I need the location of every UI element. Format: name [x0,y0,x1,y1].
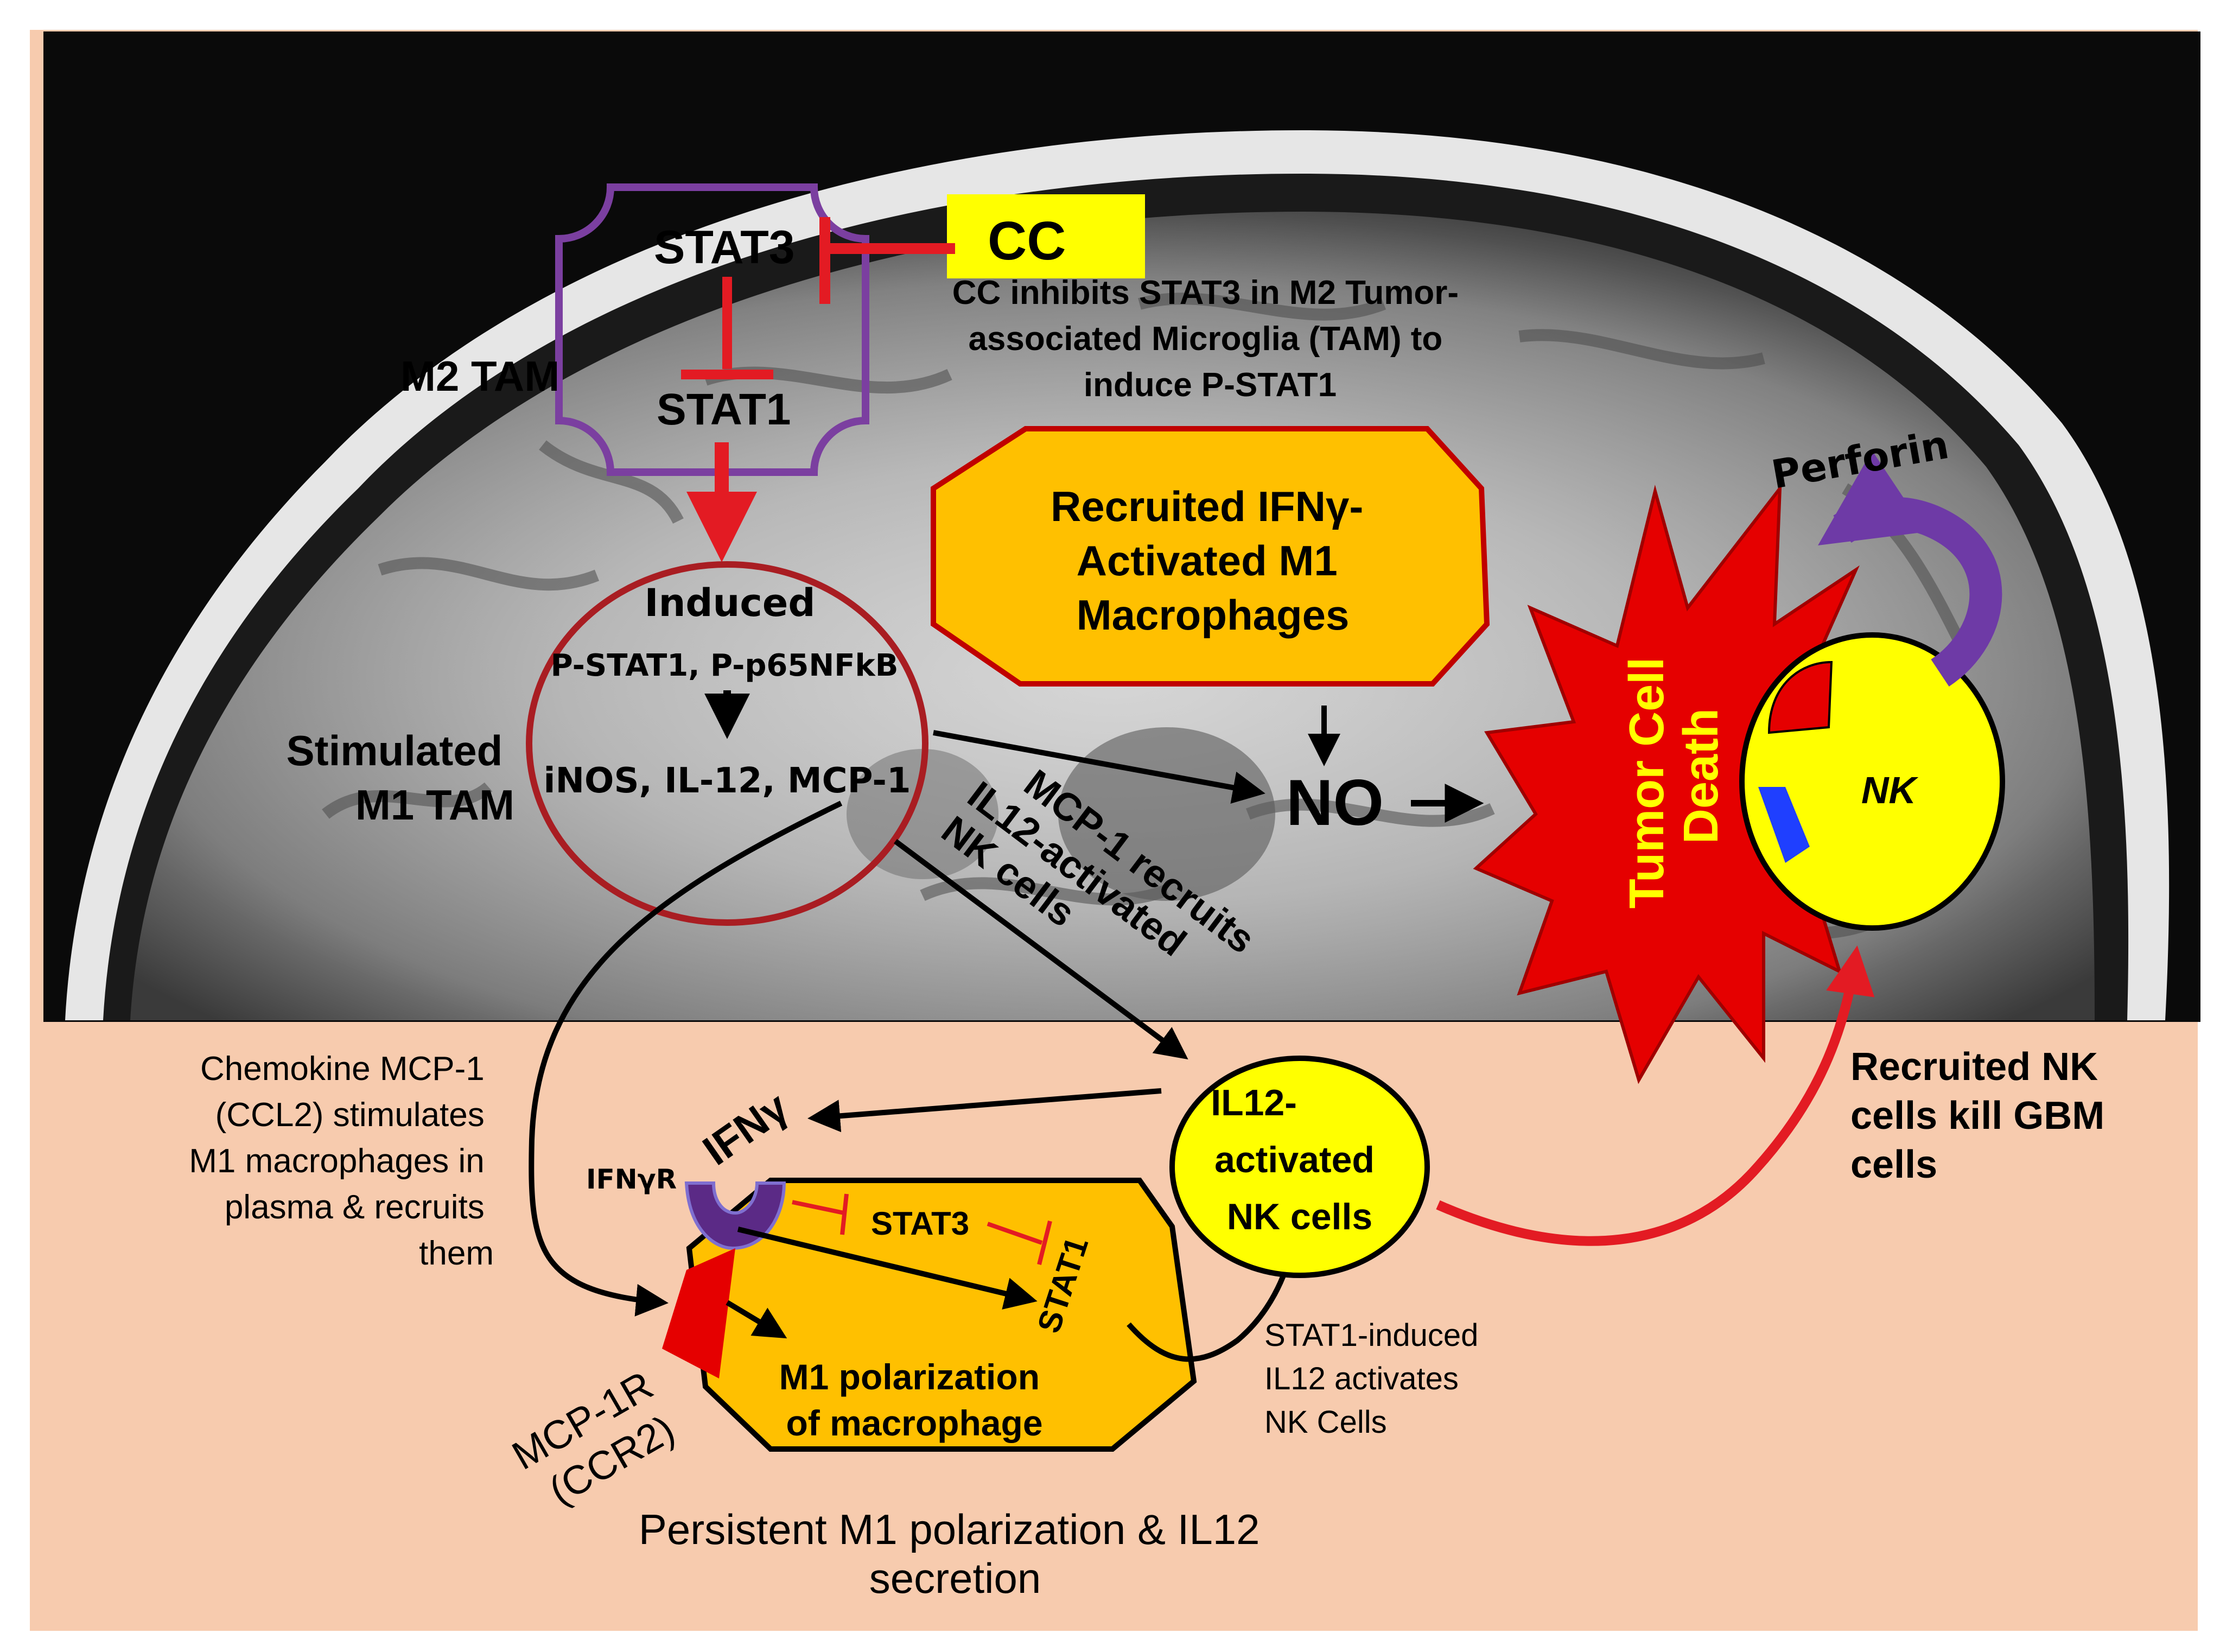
recruited-nk-line-2: cells kill GBM [1850,1094,2104,1138]
chemokine-line-2: (CCL2) stimulates [215,1096,485,1134]
stat1-induced-caption: STAT1-induced IL12 activates NK Cells [1264,1318,1487,1440]
tumor-line-2: Death [1674,708,1728,844]
stat3-inhibits-stat1-macro-bar [1037,1221,1052,1265]
nk-red-granule [1767,660,1833,734]
nk-to-ifng-arrow [807,1088,1162,1133]
recruited-nk-line-1: Recruited NK [1850,1045,2098,1089]
bottom-caption: Persistent M1 polarization & IL12 secret… [639,1505,1271,1602]
receptor-to-polarization-arrow [726,1300,787,1339]
m2-tam-cell [555,183,869,476]
m1-markers-label: P-STAT1, P-p65NFkB [551,648,899,683]
cc-caption-line-3: induce P-STAT1 [1084,366,1337,404]
cc-caption-line-2: associated Microglia (TAM) to [968,320,1442,358]
m1-products-label: iNOS, IL-12, MCP-1 [544,761,911,801]
cc-box [947,194,1145,278]
recruited-nk-line-3: cells [1850,1143,1937,1186]
macrophage-stat3-label: STAT3 [871,1205,969,1242]
m2-stat3-label: STAT3 [654,221,795,274]
chemokine-line-1: Chemokine MCP-1 [200,1050,485,1088]
stimulated-m1-tam-line-1: Stimulated [287,727,503,774]
receptor-inhibits-stat3-bar [840,1193,849,1235]
bottom-caption-line-2: secretion [869,1554,1041,1602]
receptor-to-stat1-arrow [737,1227,1038,1310]
m1-induced-label: Induced [645,581,816,625]
m1-tam-cell [526,561,928,926]
il12-nk-line-3: NK cells [1227,1196,1372,1237]
m1-to-no-arrow [933,730,1265,804]
polarization-line-2: of macrophage [786,1403,1042,1443]
chemokine-line-4: plasma & recruits [225,1189,485,1226]
cc-caption: CC inhibits STAT3 in M2 Tumor- associate… [952,274,1468,404]
recruited-m1-macrophages [931,426,1490,687]
il12-nk-label: IL12- activated NK cells [1211,1082,1385,1237]
stat1-induced-line-2: IL12 activates [1264,1361,1459,1396]
chemokine-caption: Chemokine MCP-1 (CCL2) stimulates M1 mac… [189,1050,494,1272]
chemokine-line-5: them [419,1235,494,1272]
receptor-inhibits-stat3-line [792,1200,844,1215]
mcp1r-receptor [662,1248,735,1378]
stat1-induced-line-1: STAT1-induced [1264,1318,1478,1353]
tumor-cell-burst [1473,483,1881,1084]
nk-label: NK [1861,769,1919,811]
chemokine-line-3: M1 macrophages in [189,1142,485,1180]
il12-nk-cell [1169,1056,1430,1278]
il12-nk-line-1: IL12- [1211,1082,1297,1123]
stat1-induced-line-3: NK Cells [1264,1405,1387,1440]
recruited-m1-line-2: Activated M1 [1077,537,1338,584]
no-label: NO [1286,766,1384,839]
cc-caption-line-1: CC inhibits STAT3 in M2 Tumor- [952,274,1459,312]
macrophage-polarization-label: M1 polarization of macrophage [779,1357,1050,1443]
m2-stat1-label: STAT1 [657,385,791,434]
stimulated-m1-tam-label: Stimulated M1 TAM [287,727,514,829]
il12-nk-line-2: activated [1214,1139,1375,1180]
cc-label: CC [988,211,1066,271]
polarization-line-1: M1 polarization [779,1357,1040,1397]
recruited-m1-macrophages-label: Recruited IFNγ- Activated M1 Macrophages [1051,482,1375,639]
m2-tam-label: M2 TAM [400,352,559,400]
nk-blue-granule [1758,787,1810,863]
mcp1-to-ccr2-arrow [529,800,843,1317]
mcp1-recruit-arrow [894,838,1188,1060]
stat3-inhibits-stat1-macro-line [987,1222,1043,1245]
tumor-cell-death-label: Tumor Cell Death [1620,644,1728,908]
tumor-line-1: Tumor Cell [1620,657,1674,908]
recruited-nk-caption: Recruited NK cells kill GBM cells [1850,1045,2115,1186]
stimulated-m1-tam-line-2: M1 TAM [355,781,514,829]
bottom-caption-line-1: Persistent M1 polarization & IL12 [639,1505,1260,1553]
ifngr-label: IFNγR [586,1164,677,1195]
recruited-m1-line-3: Macrophages [1077,591,1350,639]
perforin-arrow [1818,450,2002,687]
recruited-m1-line-1: Recruited IFNγ- [1051,482,1363,530]
nk-to-tumor-arrow [1436,945,1875,1246]
